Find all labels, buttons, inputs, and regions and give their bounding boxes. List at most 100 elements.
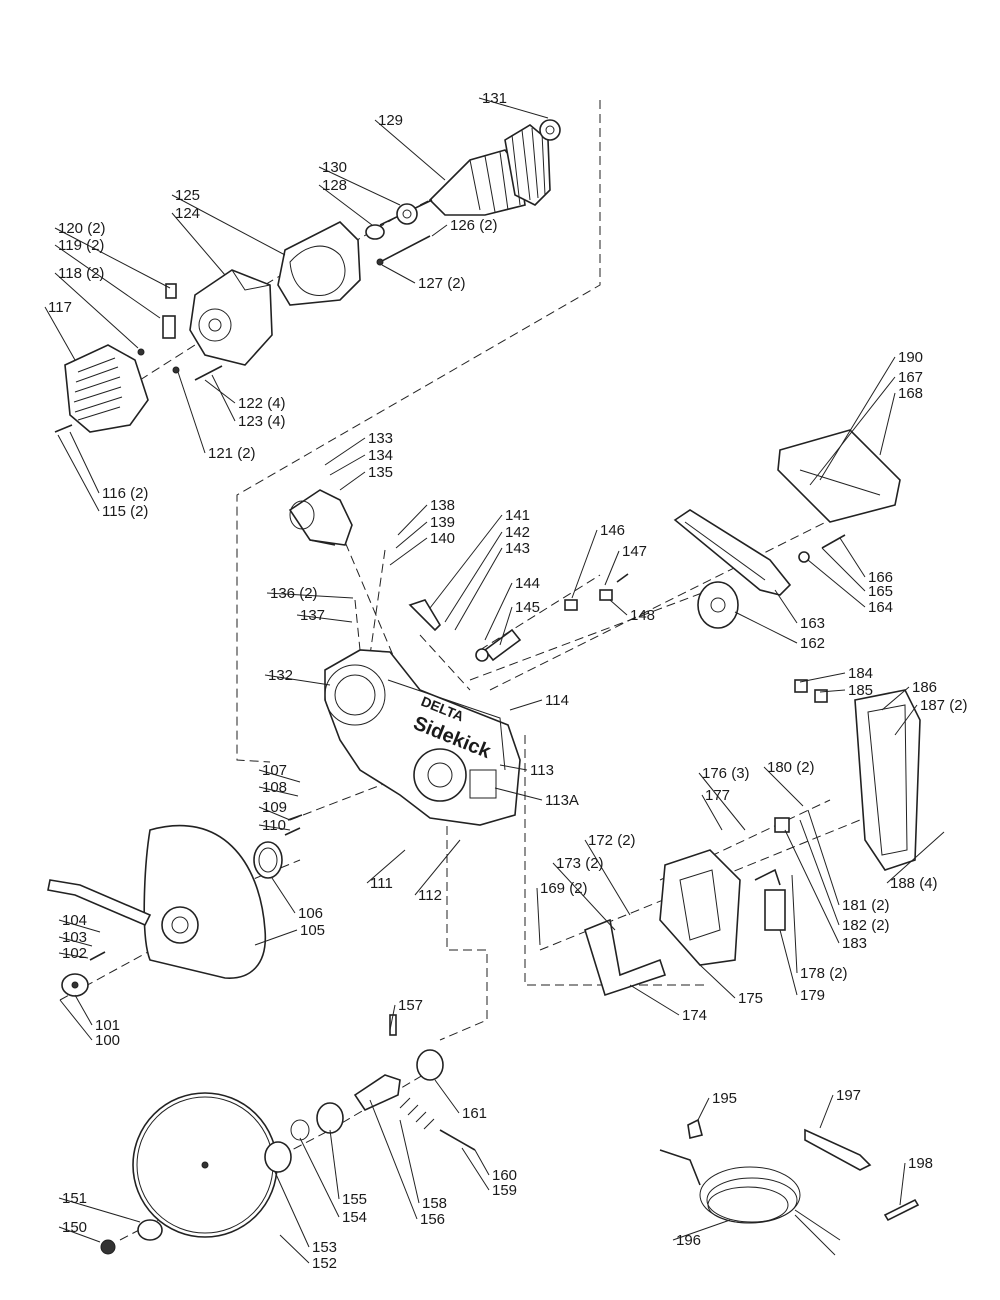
callout: 153 xyxy=(274,1171,337,1256)
callout-leader xyxy=(701,794,723,831)
callout: 155 xyxy=(329,1129,367,1208)
small-plate-183 xyxy=(774,817,790,833)
callout-label: 190 xyxy=(898,349,923,366)
callout-leader xyxy=(329,1129,340,1200)
callout-label: 123 (4) xyxy=(238,413,286,430)
callout: 181 (2) xyxy=(807,809,890,914)
callout-leader xyxy=(171,194,286,256)
callout-leader xyxy=(369,1099,418,1220)
callout-label: 185 xyxy=(848,682,873,699)
callout-label: 111 xyxy=(370,875,393,892)
callout-leader xyxy=(774,589,798,624)
callout-leader xyxy=(819,689,846,693)
callout-leader xyxy=(881,686,910,711)
callout: 107 xyxy=(258,762,301,783)
callout-leader xyxy=(54,244,161,319)
callout-label: 144 xyxy=(515,575,540,592)
callout-label: 182 (2) xyxy=(842,917,890,934)
callout-label: 147 xyxy=(622,543,647,560)
callout: 168 xyxy=(879,385,923,456)
callout-leader xyxy=(58,1226,101,1243)
callout: 164 xyxy=(807,559,893,616)
callout-label: 135 xyxy=(368,464,393,481)
callout-label: 168 xyxy=(898,385,923,402)
callout-label: 160 xyxy=(492,1167,517,1184)
callout: 147 xyxy=(604,543,647,586)
callout-label: 106 xyxy=(298,905,323,922)
callout-label: 104 xyxy=(62,912,87,929)
callout-leader xyxy=(431,224,448,237)
callout-leader xyxy=(698,772,746,831)
callout-label: 195 xyxy=(712,1090,737,1107)
callout-label: 141 xyxy=(505,507,530,524)
callout-leader xyxy=(271,877,296,914)
callout: 174 xyxy=(629,984,707,1024)
handle-half-175 xyxy=(659,849,741,966)
callout-leader xyxy=(509,699,543,711)
callout-label: 148 xyxy=(630,607,655,624)
callout-leader xyxy=(366,849,406,884)
callout-label: 172 (2) xyxy=(588,832,636,849)
callout-label: 112 xyxy=(418,887,442,904)
callout-label: 143 xyxy=(505,540,530,557)
callout: 160 xyxy=(474,1149,517,1184)
screw-126 xyxy=(376,235,431,266)
callout: 121 (2) xyxy=(177,371,256,462)
callout: 112 xyxy=(414,839,461,904)
callout-label: 157 xyxy=(398,997,423,1014)
callout-leader xyxy=(609,599,628,616)
callout: 130 xyxy=(318,159,401,206)
callout-leader xyxy=(374,119,446,181)
callout: 151 xyxy=(58,1190,141,1223)
callout: 135 xyxy=(339,464,393,491)
callout: 136 (2) xyxy=(266,585,354,602)
callout-label: 131 xyxy=(482,90,507,107)
callout: 169 (2) xyxy=(536,880,588,946)
callout-label: 118 (2) xyxy=(58,265,104,282)
callout-label: 136 (2) xyxy=(270,585,318,602)
plate-174 xyxy=(584,918,667,997)
callout-label: 115 (2) xyxy=(102,503,148,520)
callout-leader xyxy=(894,704,918,736)
motor-housing-124 xyxy=(189,269,273,366)
collar-151 xyxy=(100,1219,163,1255)
washer-128 xyxy=(365,224,385,240)
callout-label: 187 (2) xyxy=(920,697,968,714)
callout-label: 117 xyxy=(48,299,72,316)
callout-leader xyxy=(799,819,840,926)
callout-label: 134 xyxy=(368,447,393,464)
callout-label: 142 xyxy=(505,524,530,541)
callout: 141 xyxy=(429,507,530,609)
callout-label: 103 xyxy=(62,929,87,946)
callout: 132 xyxy=(264,667,331,686)
callout-leader xyxy=(791,874,798,974)
callout-label: 140 xyxy=(430,530,455,547)
callout-label: 158 xyxy=(422,1195,447,1212)
callout-label: 127 (2) xyxy=(418,275,466,292)
callout: 184 xyxy=(799,665,873,683)
callout-label: 126 (2) xyxy=(450,217,498,234)
callout: 159 xyxy=(461,1147,517,1199)
callout-label: 196 xyxy=(676,1232,701,1249)
callout-leader xyxy=(784,829,840,944)
callout-label: 116 (2) xyxy=(102,485,148,502)
callout: 131 xyxy=(478,90,549,119)
link-arm-104 xyxy=(47,879,152,927)
callout-leader xyxy=(886,831,945,884)
bearing-131 xyxy=(539,119,561,141)
callout-label: 197 xyxy=(836,1087,861,1104)
callout: 173 (2) xyxy=(552,855,616,931)
callout-leader xyxy=(552,862,616,931)
callout-leader xyxy=(58,952,89,959)
callout-leader xyxy=(395,521,428,549)
cord-196 xyxy=(659,1149,841,1256)
callout: 197 xyxy=(819,1087,861,1129)
callout-labels: 1001011021031041051061071081091101111121… xyxy=(44,90,968,1272)
hex-key-198 xyxy=(883,1198,920,1222)
callout-leader xyxy=(584,839,631,916)
callout-leader xyxy=(171,212,226,276)
callout-leader xyxy=(258,824,291,831)
callout-leader xyxy=(763,766,804,807)
callout: 176 (3) xyxy=(698,765,750,831)
callout-leader xyxy=(58,1197,141,1223)
